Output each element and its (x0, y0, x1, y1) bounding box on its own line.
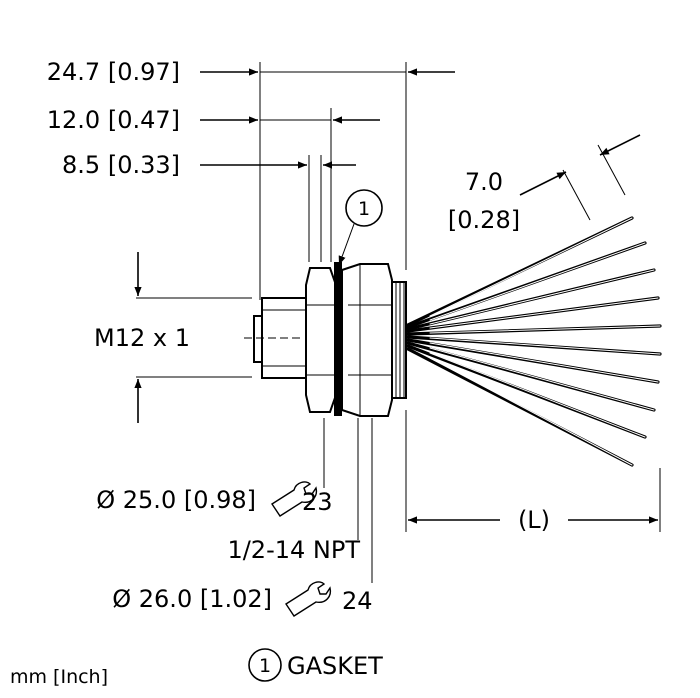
dimension-labels: 24.7 [0.97] 12.0 [0.47] 8.5 [0.33] 7.0 [… (47, 58, 550, 615)
wire-fan (406, 216, 662, 467)
gasket-callout: 1 (338, 189, 383, 266)
dimension-leaders (134, 68, 658, 524)
wrench-icon (285, 581, 332, 617)
gasket (334, 262, 342, 416)
legend: 1 GASKET mm [Inch] (10, 648, 383, 688)
nut-1-diameter-label: Ø 25.0 [0.98] (96, 486, 256, 514)
nut-2-wrench-label: 24 (342, 587, 373, 615)
length-2-label: 12.0 [0.47] (47, 106, 180, 134)
wrench-icon (271, 481, 318, 517)
thread-label: M12 x 1 (94, 324, 190, 352)
length-3-label: 8.5 [0.33] (62, 151, 180, 179)
wire-strip-inch-label: [0.28] (448, 206, 520, 234)
units-note: mm [Inch] (10, 666, 108, 688)
overall-length-label: 24.7 [0.97] (47, 58, 180, 86)
nut-1-wrench-label: 23 (302, 488, 333, 516)
cable-length-label: (L) (518, 506, 550, 534)
connector-body (244, 262, 407, 417)
nut-2-diameter-label: Ø 26.0 [1.02] (112, 585, 272, 613)
callout-number: 1 (358, 198, 370, 220)
npt-thread-label: 1/2-14 NPT (227, 536, 360, 564)
wire-strip-label: 7.0 (465, 168, 503, 196)
legend-gasket-label: GASKET (287, 652, 383, 680)
legend-callout-number: 1 (259, 655, 271, 677)
extension-lines (136, 62, 661, 583)
